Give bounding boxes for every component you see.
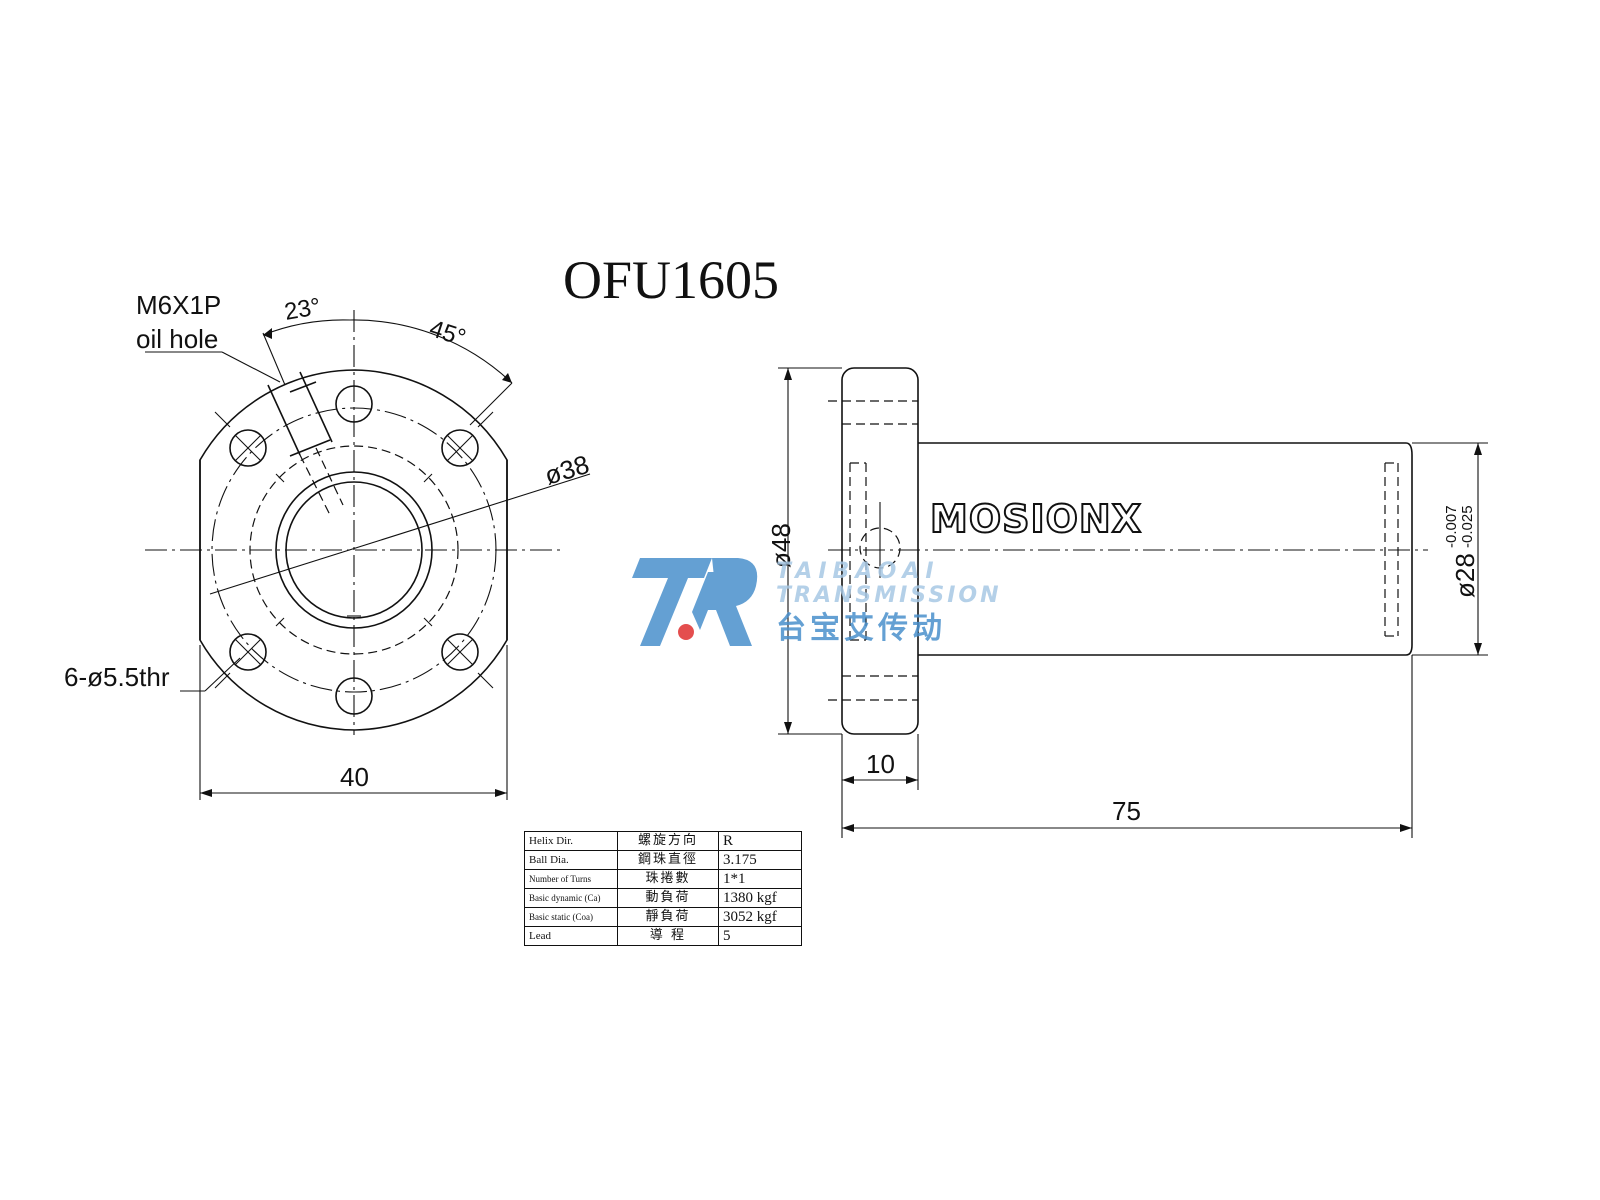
row-cn: 動負荷: [617, 888, 719, 908]
oil-hole-label-2: oil hole: [136, 324, 218, 354]
table-row: Lead 導 程 5: [524, 926, 802, 946]
table-row: Number of Turns 珠捲數 1*1: [524, 869, 802, 889]
row-cn: 螺旋方向: [617, 831, 719, 851]
tolerance-upper-label: -0.007: [1443, 505, 1460, 548]
row-value: 1*1: [718, 869, 802, 889]
thickness-label: 10: [866, 749, 895, 779]
row-cn: 鋼珠直徑: [617, 850, 719, 870]
mosionx-logo: MOSIONX: [930, 497, 1142, 541]
row-value: 3052 kgf: [718, 907, 802, 927]
row-value: R: [718, 831, 802, 851]
row-en: Number of Turns: [524, 869, 618, 889]
angle-45-label: 45°: [426, 315, 469, 352]
row-en: Helix Dir.: [524, 831, 618, 851]
front-view: 23° 45° M6X1P oil hole ø38 6-ø5.5thr 40: [64, 290, 593, 800]
bolt-holes: [214, 385, 494, 715]
row-en: Basic static (Coa): [524, 907, 618, 927]
nut-body: [918, 442, 1413, 656]
part-title: OFU1605: [563, 250, 779, 310]
body-diameter-label: ø28: [1450, 553, 1480, 598]
row-en: Basic dynamic (Ca): [524, 888, 618, 908]
flange-body: [841, 367, 919, 735]
watermark-cn: 台宝艾传动: [776, 611, 946, 646]
table-row: Basic dynamic (Ca) 動負荷 1380 kgf: [524, 888, 802, 908]
row-value: 5: [718, 926, 802, 946]
table-row: Helix Dir. 螺旋方向 R: [524, 831, 802, 851]
watermark: TAIBAOAI TRANSMISSION 台宝艾传动: [632, 558, 1002, 646]
width-dimension-label: 40: [340, 762, 369, 792]
angle-23-label: 23°: [282, 293, 322, 326]
tolerance-lower-label: -0.025: [1459, 505, 1476, 548]
table-row: Ball Dia. 鋼珠直徑 3.175: [524, 850, 802, 870]
row-value: 1380 kgf: [718, 888, 802, 908]
flange-diameter-label: ø48: [766, 523, 796, 568]
row-en: Lead: [524, 926, 618, 946]
row-cn: 珠捲數: [617, 869, 719, 889]
side-view: MOSIONX ø48 ø28 -0.007 -0.025 10 75: [766, 367, 1488, 838]
watermark-logo: [632, 558, 712, 646]
watermark-latin-1: TAIBAOAI: [776, 559, 940, 584]
holes-label: 6-ø5.5thr: [64, 662, 170, 692]
watermark-latin-2: TRANSMISSION: [776, 583, 1002, 608]
length-label: 75: [1112, 796, 1141, 826]
row-en: Ball Dia.: [524, 850, 618, 870]
row-value: 3.175: [718, 850, 802, 870]
oil-hole-label-1: M6X1P: [136, 290, 221, 320]
row-cn: 靜負荷: [617, 907, 719, 927]
oil-hole: [267, 371, 344, 516]
pcd-label: ø38: [541, 449, 593, 491]
table-row: Basic static (Coa) 靜負荷 3052 kgf: [524, 907, 802, 927]
row-cn: 導 程: [617, 926, 719, 946]
spec-table: Helix Dir. 螺旋方向 R Ball Dia. 鋼珠直徑 3.175 N…: [524, 831, 802, 946]
